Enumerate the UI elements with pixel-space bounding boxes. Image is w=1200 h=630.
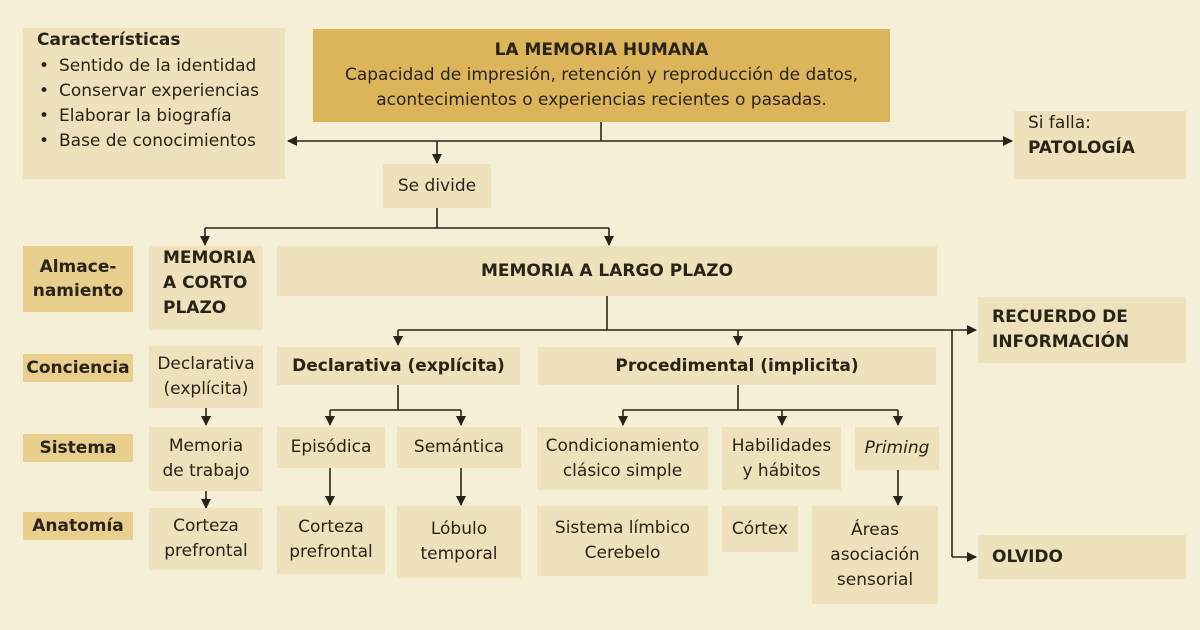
- main-definition-line-2: acontecimientos o experiencias recientes…: [376, 90, 827, 110]
- long-term-memory-title: MEMORIA A LARGO PLAZO: [480, 260, 734, 281]
- row-label-system: Sistema: [23, 434, 133, 462]
- main-title-box: LA MEMORIA HUMANA Capacidad de impresión…: [313, 29, 890, 122]
- declarative-box: Declarativa (explícita): [277, 347, 520, 385]
- row-label-storage-line-1: Almace-: [39, 257, 117, 277]
- episodic-label: Episódica: [290, 437, 372, 457]
- short-term-title-line-3: PLAZO: [163, 298, 227, 318]
- recall-line-2: INFORMACIÓN: [992, 332, 1130, 352]
- row-label-consciousness: Conciencia: [23, 354, 133, 382]
- semantic-anatomy-line-2: temporal: [420, 544, 498, 564]
- skills-line-1: Habilidades: [731, 435, 832, 456]
- short-term-title-line-2: A CORTO: [163, 273, 248, 293]
- short-term-memory-box: MEMORIA A CORTO PLAZO: [149, 246, 263, 330]
- skills-line-2: y hábitos: [742, 460, 821, 481]
- episodic-anatomy-line-2: prefrontal: [289, 542, 373, 562]
- priming-anatomy-line-3: sensorial: [836, 569, 914, 590]
- short-term-system-line-2: de trabajo: [162, 461, 250, 481]
- conditioning-anatomy-line-2: Cerebelo: [584, 543, 661, 563]
- divide-label: Se divide: [397, 175, 477, 196]
- row-label-storage-line-2: namiento: [32, 281, 124, 301]
- row-label-anatomy-text: Anatomía: [32, 516, 124, 536]
- short-term-consciousness-box: Declarativa (explícita): [149, 346, 263, 408]
- characteristics-box: Características Sentido de la identidad …: [23, 28, 285, 179]
- skills-anatomy-box: Córtex: [722, 506, 798, 552]
- priming-anatomy-line-2: asociación: [830, 544, 920, 565]
- short-term-system-box: Memoria de trabajo: [149, 427, 263, 491]
- long-term-memory-box: MEMORIA A LARGO PLAZO: [277, 246, 937, 296]
- priming-label: Priming: [864, 438, 930, 458]
- divide-box: Se divide: [383, 164, 491, 208]
- semantic-anatomy-line-1: Lóbulo: [430, 519, 488, 539]
- forgetting-label: OLVIDO: [992, 546, 1063, 567]
- pathology-prefix: Si falla:: [1028, 113, 1091, 133]
- semantic-box: Semántica: [397, 427, 521, 468]
- characteristic-item: Elaborar la biografía: [37, 104, 259, 129]
- short-term-anatomy-line-2: prefrontal: [164, 541, 248, 561]
- recall-box: RECUERDO DE INFORMACIÓN: [978, 297, 1186, 363]
- row-label-consciousness-text: Conciencia: [26, 358, 130, 378]
- characteristic-item: Sentido de la identidad: [37, 54, 259, 79]
- row-label-system-text: Sistema: [39, 438, 117, 458]
- forgetting-box: OLVIDO: [978, 535, 1186, 579]
- conditioning-line-1: Condicionamiento: [545, 435, 700, 456]
- characteristics-title: Características: [37, 30, 181, 50]
- procedural-label: Procedimental (implicita): [615, 355, 859, 376]
- semantic-anatomy-box: Lóbulo temporal: [397, 506, 521, 578]
- declarative-label: Declarativa (explícita): [292, 355, 505, 376]
- recall-line-1: RECUERDO DE: [992, 307, 1128, 327]
- characteristic-item: Base de conocimientos: [37, 129, 259, 154]
- semantic-label: Semántica: [413, 437, 505, 457]
- procedural-box: Procedimental (implicita): [538, 347, 936, 385]
- short-term-system-line-1: Memoria: [168, 436, 244, 456]
- conditioning-box: Condicionamiento clásico simple: [537, 427, 708, 490]
- pathology-label: PATOLOGÍA: [1028, 138, 1135, 158]
- priming-box: Priming: [855, 427, 939, 470]
- short-term-consciousness-line-2: (explícita): [163, 379, 249, 399]
- short-term-title-line-1: MEMORIA: [163, 248, 256, 268]
- row-label-storage: Almace- namiento: [23, 246, 133, 312]
- short-term-consciousness-line-1: Declarativa: [157, 354, 255, 374]
- episodic-anatomy-box: Corteza prefrontal: [277, 506, 385, 574]
- short-term-anatomy-box: Corteza prefrontal: [149, 508, 263, 570]
- short-term-anatomy-line-1: Corteza: [173, 516, 239, 536]
- episodic-box: Episódica: [277, 427, 385, 468]
- row-label-anatomy: Anatomía: [23, 512, 133, 540]
- skills-anatomy-label: Córtex: [731, 518, 789, 539]
- pathology-box: Si falla: PATOLOGÍA: [1014, 111, 1186, 179]
- conditioning-anatomy-line-1: Sistema límbico: [554, 518, 691, 538]
- priming-anatomy-box: Áreas asociación sensorial: [812, 506, 938, 604]
- episodic-anatomy-line-1: Corteza: [298, 517, 364, 537]
- skills-box: Habilidades y hábitos: [722, 427, 841, 490]
- characteristics-list: Sentido de la identidad Conservar experi…: [37, 54, 259, 154]
- priming-anatomy-line-1: Áreas: [851, 519, 899, 540]
- main-definition-line-1: Capacidad de impresión, retención y repr…: [344, 65, 859, 85]
- conditioning-line-2: clásico simple: [562, 460, 683, 481]
- characteristic-item: Conservar experiencias: [37, 79, 259, 104]
- main-title: LA MEMORIA HUMANA: [494, 40, 709, 60]
- conditioning-anatomy-box: Sistema límbico Cerebelo: [537, 506, 708, 576]
